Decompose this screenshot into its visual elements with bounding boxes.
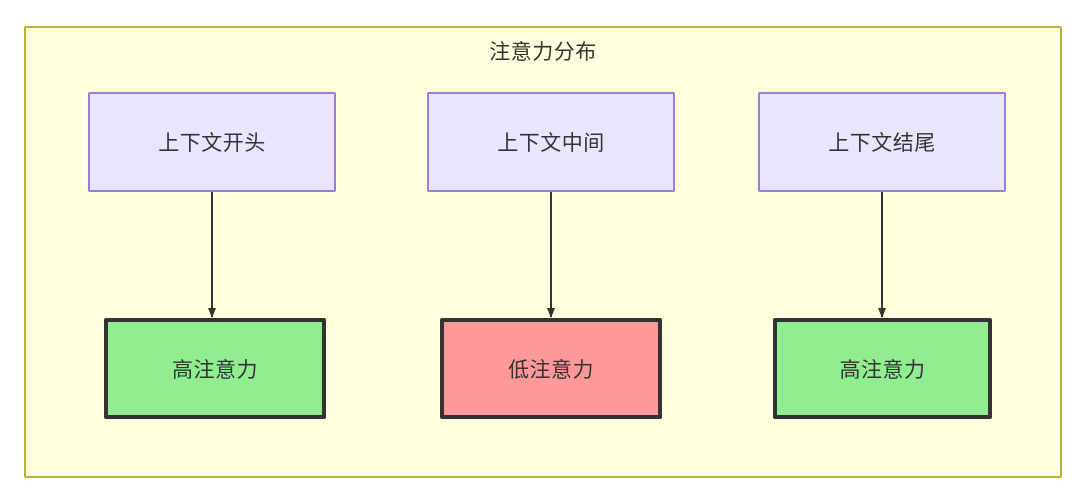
node-context-middle[interactable]: 上下文中间 (427, 92, 675, 192)
node-context-end[interactable]: 上下文结尾 (758, 92, 1006, 192)
node-attention-low-middle[interactable]: 低注意力 (440, 318, 662, 419)
node-attention-high-end[interactable]: 高注意力 (773, 318, 992, 419)
diagram-title: 注意力分布 (489, 41, 597, 64)
node-context-start[interactable]: 上下文开头 (88, 92, 336, 192)
node-attention-high-start[interactable]: 高注意力 (104, 318, 326, 419)
